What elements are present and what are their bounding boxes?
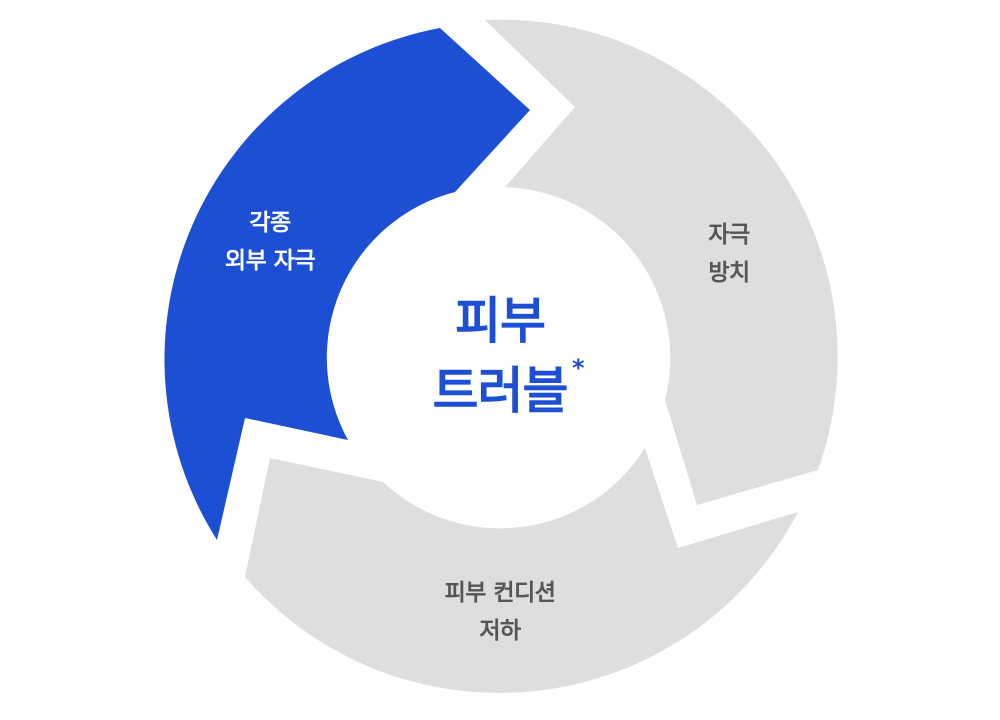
center-title-line1: 피부 (455, 292, 546, 350)
segment-label-line: 각종 (249, 210, 291, 236)
segment-external-stimulus (164, 28, 530, 540)
asterisk-footnote-mark: * (571, 354, 585, 382)
center-title-line2: 트러블 (432, 362, 569, 420)
segment-label-line: 저하 (479, 618, 521, 644)
segment-label-line: 외부 자극 (224, 248, 316, 274)
segment-label-line: 방치 (708, 260, 750, 286)
segment-stimulus-neglect (485, 19, 838, 506)
center-title: 피부 트러블 * (432, 286, 585, 426)
segment-label-line: 자극 (708, 222, 750, 248)
segment-label-external-stimulus: 각종 외부 자극 (224, 204, 316, 280)
segment-skin-condition-decline (245, 448, 798, 693)
segment-label-stimulus-neglect: 자극 방치 (708, 216, 750, 292)
segment-label-line: 피부 컨디션 (444, 580, 556, 606)
segment-label-skin-condition: 피부 컨디션 저하 (445, 574, 556, 650)
